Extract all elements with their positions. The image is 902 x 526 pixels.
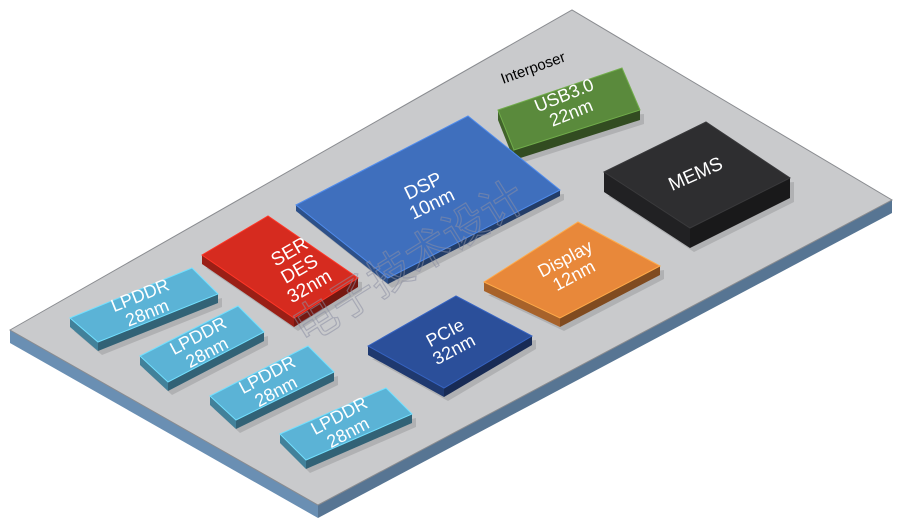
chip-pcie-side-right bbox=[444, 336, 532, 397]
chip-display: Display12nm bbox=[482, 221, 664, 331]
chip-dsp-top bbox=[295, 115, 561, 279]
chip-lpddr-3-top bbox=[209, 345, 335, 421]
chip-usb30-side-right bbox=[514, 110, 640, 160]
chip-lpddr-4-side-right bbox=[306, 414, 412, 469]
chip-lpddr-3: LPDDR28nm bbox=[209, 345, 338, 433]
chip-dsp: DSP10nm bbox=[295, 115, 564, 288]
chip-lpddr-2-side-right bbox=[168, 332, 264, 391]
chip-mems: MEMS bbox=[602, 121, 794, 252]
chip-lpddr-2-top bbox=[139, 305, 265, 383]
chip-display-top bbox=[482, 221, 662, 319]
chip-pcie-side-left bbox=[368, 346, 444, 397]
chip-display-side-left bbox=[484, 282, 560, 327]
interposer-board bbox=[8, 9, 894, 518]
chip-lpddr-2-side-left bbox=[140, 356, 168, 391]
chip-mems-side-left bbox=[604, 172, 690, 248]
chip-serdes-top bbox=[201, 215, 359, 319]
chip-lpddr-3-side-left bbox=[210, 396, 236, 429]
chip-lpddr-1-side-left bbox=[70, 318, 98, 351]
chip-serdes: SERDES32nm bbox=[201, 215, 362, 331]
interposer-side-left bbox=[10, 330, 318, 518]
chip-usb30-top bbox=[497, 67, 641, 151]
chip-serdes-label: SERDES32nm bbox=[264, 231, 336, 308]
chip-lpddr-3-side-right bbox=[236, 372, 334, 429]
chip-mems-top bbox=[602, 121, 791, 229]
chip-mems-side-right bbox=[690, 178, 790, 248]
chip-lpddr-1-side-right bbox=[98, 294, 218, 351]
chip-pcie-top bbox=[366, 295, 534, 389]
chip-dsp-side-left bbox=[296, 205, 388, 284]
chip-usb30-side-left bbox=[498, 110, 514, 160]
chip-dsp-side-right bbox=[388, 190, 560, 284]
chip-serdes-side-right bbox=[294, 278, 358, 327]
chip-lpddr-4-side-left bbox=[280, 434, 306, 469]
chip-display-side-right bbox=[560, 266, 660, 327]
chip-pcie: PCIe32nm bbox=[366, 295, 536, 401]
interposer-top bbox=[8, 9, 894, 506]
chip-lpddr-4-top bbox=[279, 387, 413, 461]
interposer-side-right bbox=[318, 200, 892, 518]
chip-lpddr-1-top bbox=[69, 267, 219, 343]
chip-serdes-side-left bbox=[202, 255, 294, 327]
chip-lpddr-2: LPDDR28nm bbox=[139, 305, 268, 395]
